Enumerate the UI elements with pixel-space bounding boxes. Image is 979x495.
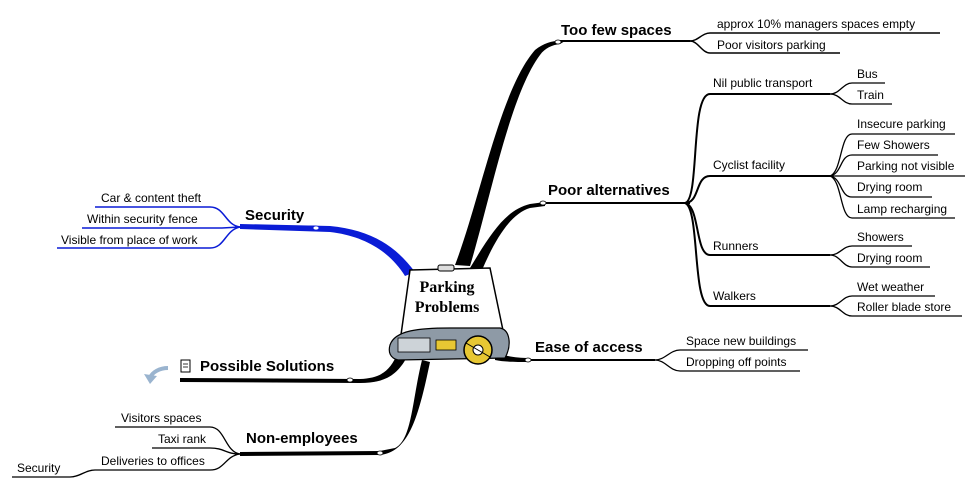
node-car-content-theft[interactable]: Car & content theft: [101, 191, 202, 205]
central-topic-line1: Parking: [419, 279, 475, 296]
node-within-security-fence[interactable]: Within security fence: [87, 212, 198, 226]
node-deliveries-to-offices[interactable]: Deliveries to offices: [101, 454, 205, 468]
node-train[interactable]: Train: [857, 88, 884, 102]
node-few-showers[interactable]: Few Showers: [857, 138, 930, 152]
branch-possible-solutions: [180, 352, 408, 383]
node-poor-alternatives[interactable]: Poor alternatives: [548, 182, 670, 199]
node-space-new-buildings[interactable]: Space new buildings: [686, 334, 797, 348]
node-bus[interactable]: Bus: [857, 67, 878, 81]
node-too-few-spaces[interactable]: Too few spaces: [561, 22, 672, 39]
node-nil-public-transport[interactable]: Nil public transport: [713, 76, 813, 90]
node-roller-blade-store[interactable]: Roller blade store: [857, 300, 952, 314]
node-poor-visitors-parking[interactable]: Poor visitors parking: [717, 38, 826, 52]
node-lamp-recharging[interactable]: Lamp recharging: [857, 202, 948, 216]
curved-arrow-icon[interactable]: [144, 366, 169, 384]
branch-too-few-spaces: [455, 40, 565, 267]
node-taxi-rank[interactable]: Taxi rank: [158, 432, 207, 446]
node-deliveries-security[interactable]: Security: [17, 461, 61, 475]
node-runners[interactable]: Runners: [713, 239, 759, 253]
node-cyclist-facility[interactable]: Cyclist facility: [713, 158, 786, 172]
node-showers[interactable]: Showers: [857, 230, 904, 244]
node-drying-room-cyclist[interactable]: Drying room: [857, 180, 923, 194]
node-visitors-spaces[interactable]: Visitors spaces: [121, 411, 202, 425]
branch-poor-alternatives: [470, 202, 545, 270]
central-topic: Parking Problems: [400, 278, 494, 318]
document-icon: [180, 359, 191, 373]
node-insecure-parking[interactable]: Insecure parking: [857, 117, 946, 131]
node-managers-spaces[interactable]: approx 10% managers spaces empty: [717, 17, 916, 31]
branch-security: [240, 224, 415, 276]
node-drying-room-runners[interactable]: Drying room: [857, 251, 923, 265]
node-security[interactable]: Security: [245, 207, 305, 224]
node-wet-weather[interactable]: Wet weather: [857, 280, 925, 294]
node-non-employees[interactable]: Non-employees: [246, 430, 358, 447]
central-car-image: [388, 264, 510, 365]
node-ease-of-access[interactable]: Ease of access: [535, 339, 643, 356]
node-walkers[interactable]: Walkers: [713, 289, 756, 303]
node-dropping-off-points[interactable]: Dropping off points: [686, 355, 787, 369]
central-topic-line2: Problems: [414, 299, 480, 316]
node-parking-not-visible[interactable]: Parking not visible: [857, 159, 955, 173]
branch-ease-of-access: [495, 352, 530, 362]
node-possible-solutions[interactable]: Possible Solutions: [200, 358, 335, 375]
node-visible-from-place-of-work[interactable]: Visible from place of work: [61, 233, 198, 247]
